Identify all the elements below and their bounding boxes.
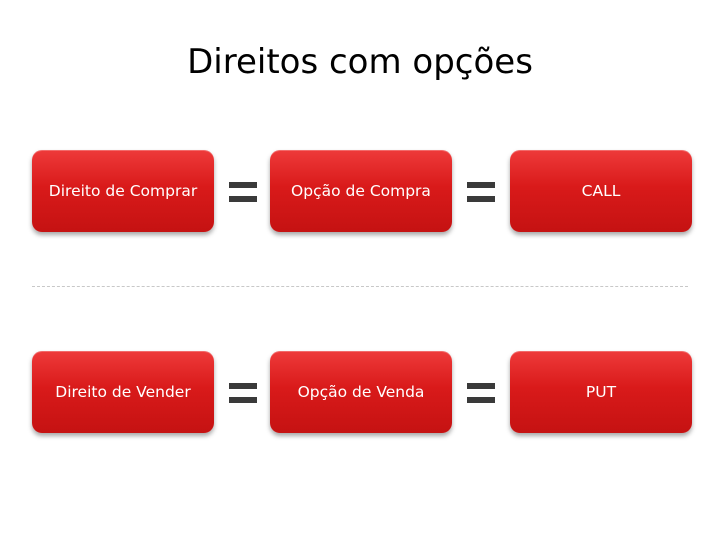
box-call: CALL [510, 150, 692, 232]
box-direito-de-comprar: Direito de Comprar [32, 150, 214, 232]
box-opcao-de-compra: Opção de Compra [270, 150, 452, 232]
equals-sign [229, 383, 257, 405]
equals-sign [467, 383, 495, 405]
box-opcao-de-venda: Opção de Venda [270, 351, 452, 433]
equals-sign [467, 182, 495, 204]
box-direito-de-vender: Direito de Vender [32, 351, 214, 433]
equals-sign [229, 182, 257, 204]
box-put: PUT [510, 351, 692, 433]
dashed-divider [32, 286, 688, 287]
slide-title: Direitos com opções [187, 42, 533, 82]
